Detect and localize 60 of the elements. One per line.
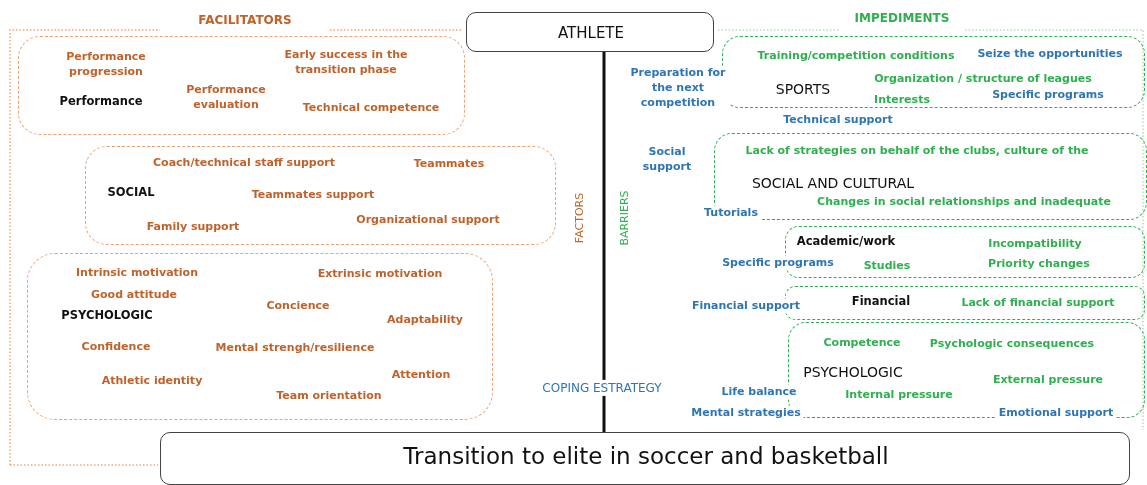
barrier-text: Lack of financial support	[961, 295, 1115, 311]
coping-strategy-text: Tutorials	[702, 205, 760, 221]
barrier-text: Studies	[863, 258, 911, 274]
barrier-text: Training/competition conditions	[757, 48, 955, 64]
factor-text: Coach/technical staff support	[153, 155, 335, 171]
axis-label: FACTORS	[572, 192, 587, 244]
factor-text: Family support	[146, 219, 240, 235]
factor-text: Adaptability	[387, 312, 463, 328]
factor-text: Attention	[391, 367, 451, 383]
group-heading: SOCIAL	[107, 185, 155, 201]
barrier-text: Interests	[874, 92, 930, 108]
factor-text: Teammates support	[251, 187, 375, 203]
barrier-text: External pressure	[992, 372, 1104, 388]
coping-strategy-text: Specific programs	[990, 87, 1106, 103]
coping-strategy-text: Seize the opportunities	[975, 46, 1125, 62]
group-heading: Financial	[851, 294, 911, 310]
section-heading: COPING ESTRATEGY	[540, 379, 664, 397]
group-heading: PSYCHOLOGIC	[803, 362, 903, 382]
factor-text: Teammates	[413, 156, 485, 172]
factor-text: Intrinsic motivation	[76, 265, 198, 281]
factor-text: Good attitude	[91, 287, 177, 303]
barrier-text: Changes in social relationships and inadequate	[817, 194, 1111, 210]
barrier-text: Lack of strategies on behalf of the clubs, culture of the	[745, 143, 1089, 159]
barrier-text: Organization / structure of leagues	[874, 71, 1092, 87]
factor-text: Early success in the transition phase	[283, 48, 409, 78]
factor-text: Organizational support	[356, 212, 500, 228]
group-heading: SPORTS	[775, 79, 831, 99]
outcome-box	[160, 432, 1130, 485]
divider-line	[602, 52, 606, 432]
actor-box	[466, 12, 714, 52]
factor-text: Athletic identity	[101, 373, 203, 389]
factor-text: Team orientation	[276, 388, 382, 404]
node-label: ATHLETE	[558, 22, 624, 44]
coping-strategy-text: Mental strategies	[689, 405, 803, 421]
factor-group	[27, 253, 493, 420]
coping-strategy-text: Life balance	[719, 384, 799, 400]
group-heading: Academic/work	[796, 234, 896, 250]
barrier-text: Priority changes	[988, 256, 1090, 272]
factor-text: Technical competence	[302, 100, 440, 116]
group-heading: Performance	[59, 94, 143, 110]
barrier-text: Internal pressure	[845, 387, 953, 403]
coping-strategy-text: Technical support	[781, 112, 895, 128]
barrier-text: Incompatibility	[988, 236, 1082, 252]
group-heading: PSYCHOLOGIC	[61, 308, 153, 324]
title-text: Transition to elite in soccer and basketball	[403, 442, 889, 472]
coping-strategy-text: Specific programs	[720, 255, 836, 271]
barrier-text: Psychologic consequences	[929, 336, 1095, 352]
coping-strategy-text: Social support	[640, 145, 694, 175]
factor-text: Performance evaluation	[185, 83, 267, 113]
factor-group	[18, 36, 465, 135]
factor-text: Concience	[266, 298, 330, 314]
factor-text: Performance progression	[65, 50, 147, 80]
factor-text: Confidence	[81, 339, 151, 355]
factor-text: Extrinsic motivation	[317, 266, 443, 282]
factor-text: Mental strengh/resilience	[215, 340, 375, 356]
factor-group	[85, 146, 556, 245]
axis-label: BARRIERS	[617, 190, 632, 246]
group-heading: SOCIAL AND CULTURAL	[751, 173, 915, 193]
barrier-text: Competence	[823, 335, 901, 351]
coping-strategy-text: Emotional support	[996, 405, 1116, 421]
